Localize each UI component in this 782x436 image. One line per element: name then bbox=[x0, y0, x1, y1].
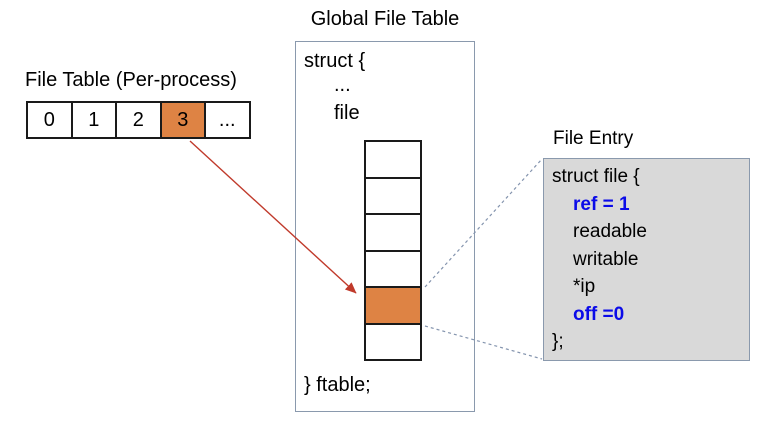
file-entry-code-line: writable bbox=[573, 248, 639, 270]
file-entry-code-line: struct file { bbox=[552, 166, 640, 187]
global-table-title: Global File Table bbox=[310, 8, 460, 30]
file-entry-code-line-emphasis: ref = 1 bbox=[573, 193, 630, 215]
per-process-table-title: File Table (Per-process) bbox=[25, 69, 237, 91]
fd-cell: ... bbox=[204, 101, 251, 139]
global-struct-field: file bbox=[334, 102, 360, 124]
file-slot bbox=[364, 176, 422, 215]
file-slot bbox=[364, 213, 422, 252]
file-entry-code-line: readable bbox=[573, 221, 647, 242]
fd-cell: 2 bbox=[115, 101, 162, 139]
file-entry-code-line: *ip bbox=[573, 276, 596, 297]
fd-cell-highlighted: 3 bbox=[159, 101, 206, 139]
global-slot-stack bbox=[364, 140, 422, 361]
file-slot bbox=[364, 322, 422, 361]
fd-cell: 1 bbox=[70, 101, 117, 139]
file-entry-title: File Entry bbox=[553, 128, 634, 149]
global-struct-ellipsis: ... bbox=[334, 74, 351, 96]
file-slot bbox=[364, 249, 422, 288]
global-struct-open: struct { bbox=[304, 50, 366, 72]
file-entry-code-line: }; bbox=[552, 331, 564, 352]
file-slot bbox=[364, 140, 422, 179]
global-table-box: struct { ... file } ftable; bbox=[295, 41, 475, 412]
fd-cell: 0 bbox=[26, 101, 73, 139]
file-entry-box: struct file { ref = 1 readable writable *ip o… bbox=[543, 158, 750, 361]
file-slot-highlighted bbox=[364, 286, 422, 325]
file-entry-code-line-emphasis: off =0 bbox=[573, 303, 625, 325]
global-struct-close: } ftable; bbox=[304, 374, 371, 396]
